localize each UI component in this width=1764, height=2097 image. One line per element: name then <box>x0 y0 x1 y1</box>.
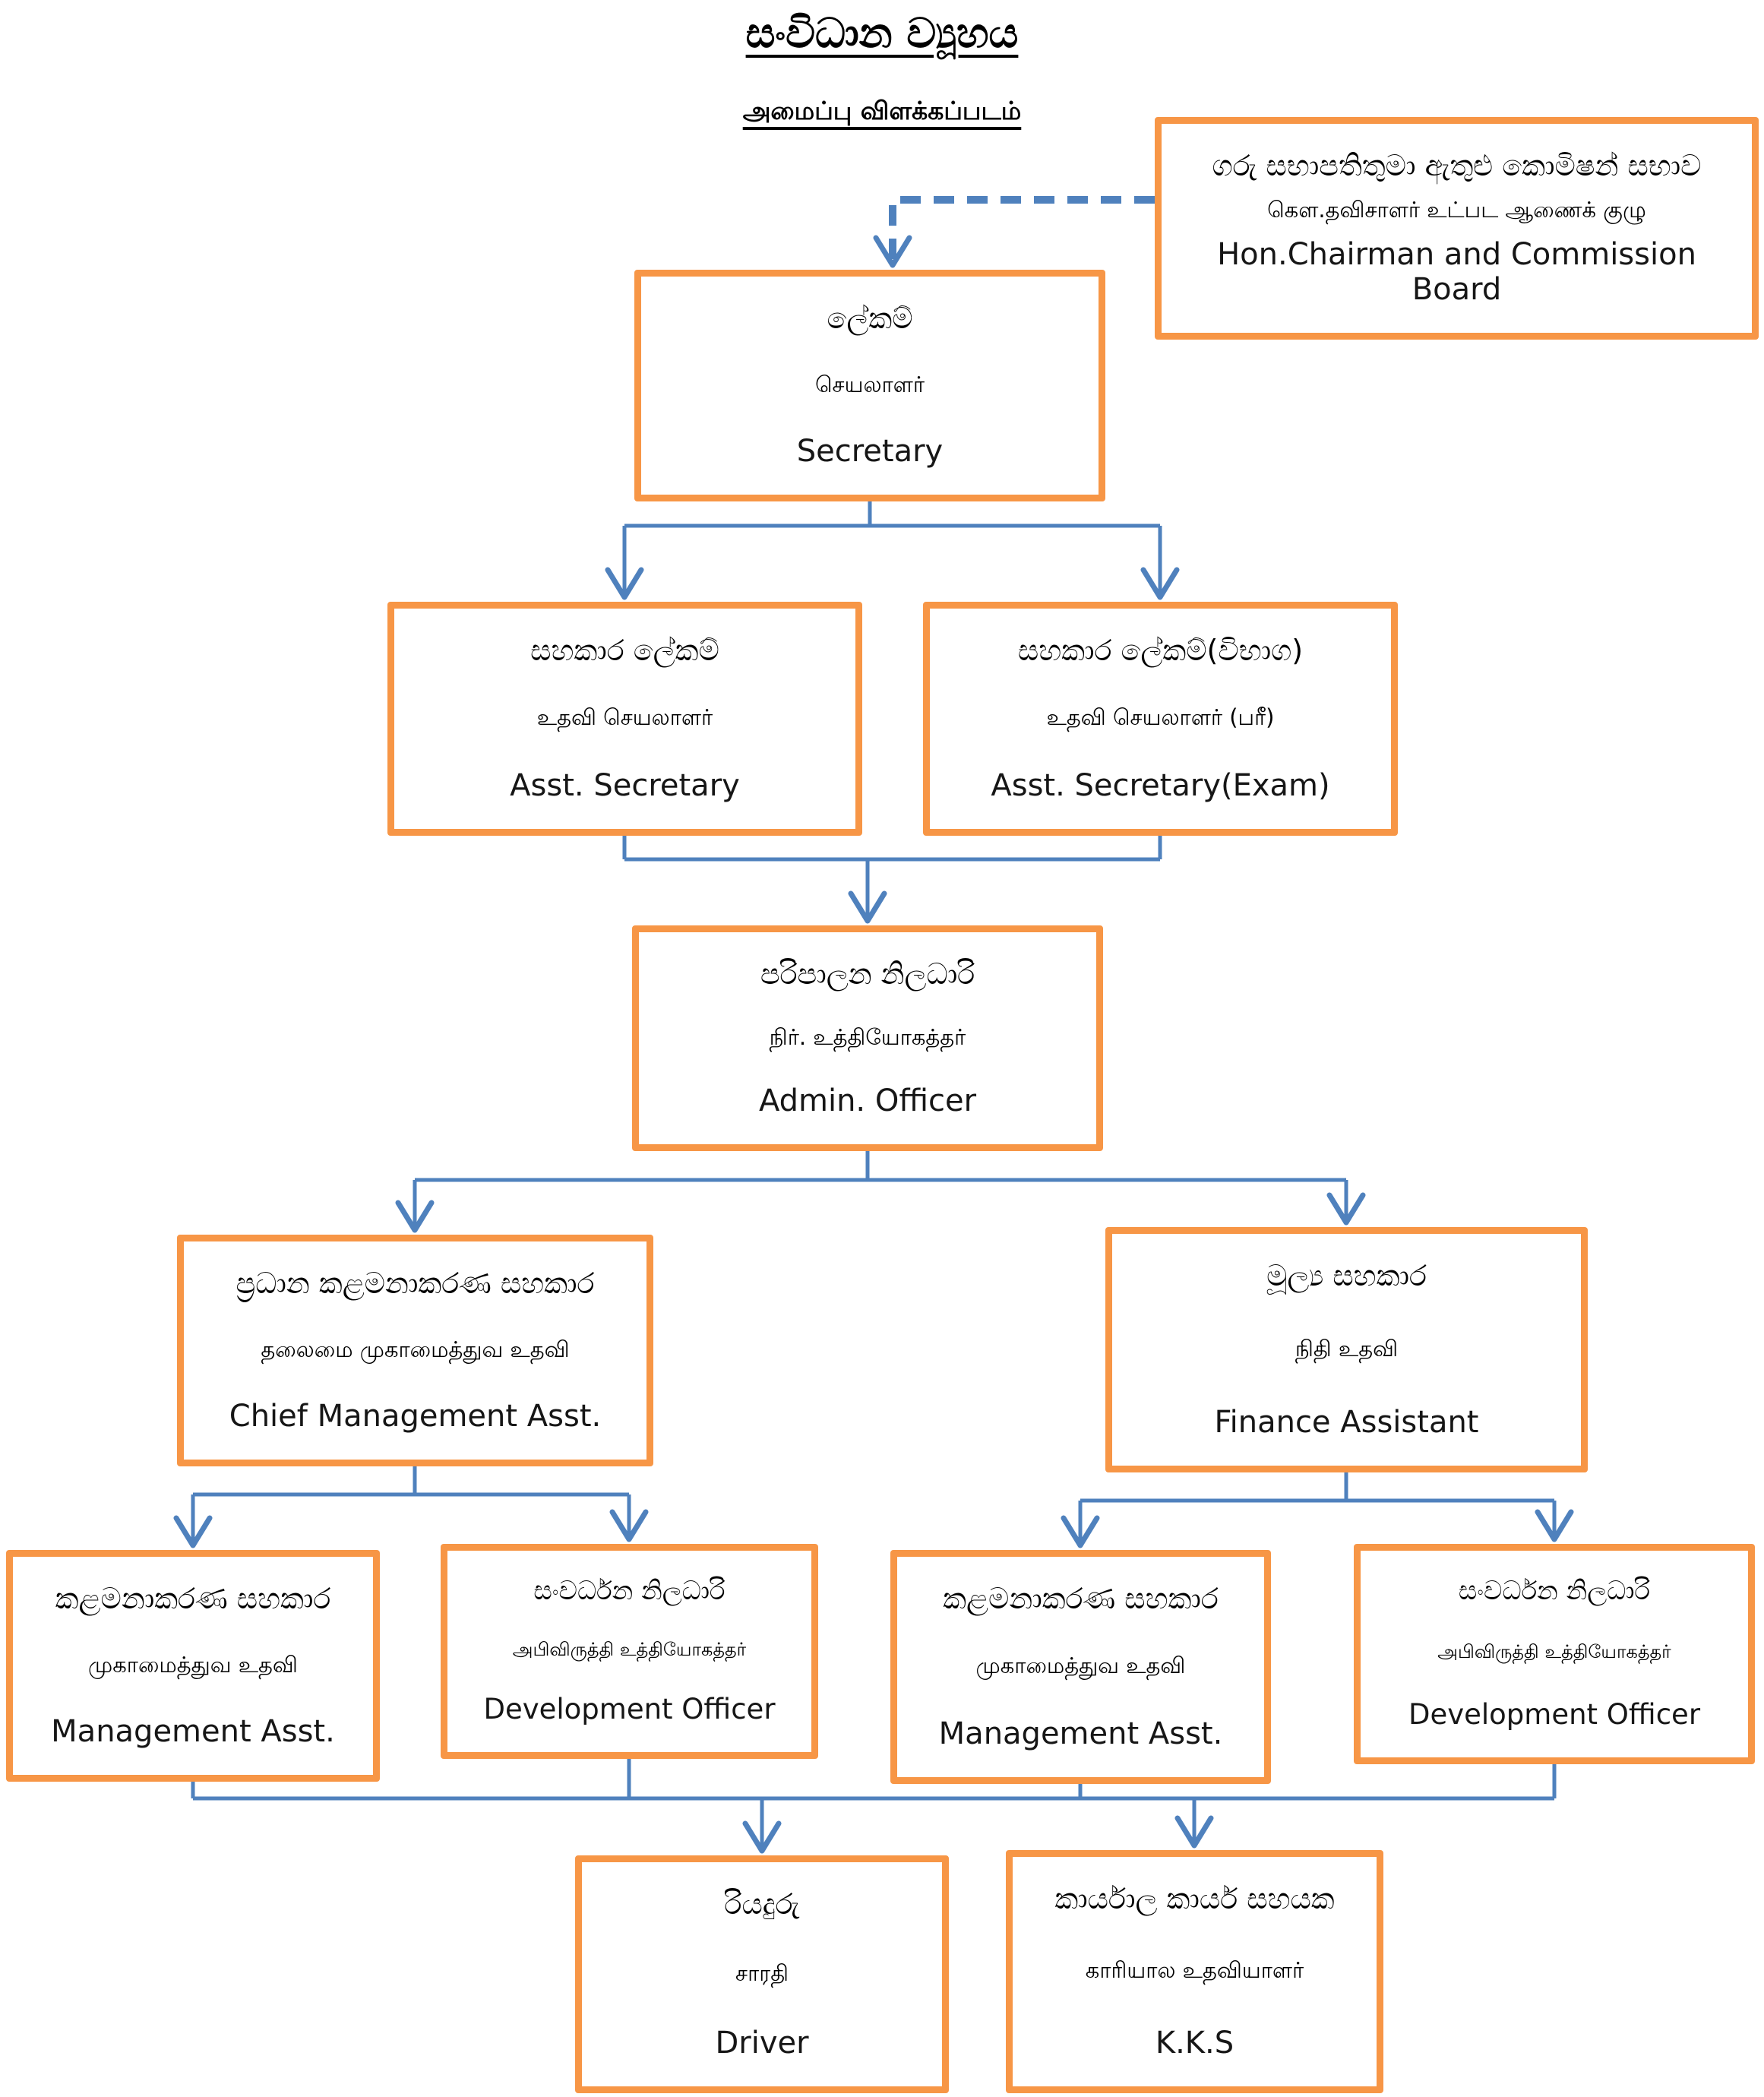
chairman-label-sinhala: ගරු සභාපතිතුමා ඇතුළු කොමිෂන් සභාව <box>1212 149 1702 182</box>
admin-officer-label-english: Admin. Officer <box>758 1083 977 1118</box>
chairman-label-tamil: கௌ.தவிசாளர் உட்பட ஆணைக் குழு <box>1267 196 1646 223</box>
org-box-kks: කාර්යාල කාර්ය සහයක காரியால உதவியாளர் K.K… <box>1006 1850 1383 2093</box>
finance-asst-label-english: Finance Assistant <box>1214 1405 1479 1440</box>
org-box-finance-assistant: මූල්‍ය සහකාර நிதி உதவி Finance Assistant <box>1105 1227 1588 1472</box>
connector-secretary-split-rails <box>624 501 1160 528</box>
mgmt-asst-2-label-english: Management Asst. <box>938 1716 1223 1751</box>
dev-officer-1-label-sinhala: සංවර්ධන නිලධාරි <box>533 1576 726 1606</box>
page-title-sinhala: සංවිධාන ව්‍යූහය <box>745 9 1019 57</box>
connector-chief-split-rails <box>193 1466 629 1497</box>
secretary-label-tamil: செயலாளர் <box>814 371 925 397</box>
org-box-admin-officer: පරිපාලන නිලධාරි நிர். உத்தியோகத்தர் Admi… <box>632 925 1103 1151</box>
org-box-management-asst-1: කළමනාකරණ සහකාර முகாமைத்துவ உதவி Manageme… <box>6 1550 380 1782</box>
dev-officer-2-label-sinhala: සංවර්ධන නිලධාරි <box>1458 1576 1651 1606</box>
org-box-driver: රියදුරු சாரதி Driver <box>575 1855 949 2093</box>
mgmt-asst-1-label-sinhala: කළමනාකරණ සහකාර <box>55 1582 331 1615</box>
page-title-tamil: அமைப்பு விளக்கப்படம் <box>742 96 1022 125</box>
admin-officer-label-sinhala: පරිපාලන නිලධාරි <box>760 957 975 991</box>
org-box-management-asst-2: කළමනාකරණ සහකාර முகாமைத்துவ உதவி Manageme… <box>890 1550 1271 1784</box>
asst-secretary-label-tamil: உதவி செயலாளர் <box>536 704 713 731</box>
driver-label-sinhala: රියදුරු <box>724 1887 800 1921</box>
finance-asst-label-sinhala: මූල්‍ය සහකාර <box>1266 1259 1427 1292</box>
kks-label-english: K.K.S <box>1155 2026 1234 2061</box>
dev-officer-1-label-tamil: அபிவிருத்தி உத்தியோகத்தர் <box>512 1638 747 1660</box>
secretary-label-sinhala: ලේකම් <box>827 302 913 335</box>
asst-secretary-exam-label-tamil: உதவி செயலாளர் (பரீ) <box>1046 704 1275 731</box>
org-box-development-officer-2: සංවර්ධන නිලධාරි அபிவிருத்தி உத்தியோகத்தர… <box>1354 1544 1755 1764</box>
connector-admin-split-rails <box>415 1151 1346 1182</box>
org-box-asst-secretary-exam: සහකාර ලේකම්(විභාග) உதவி செயலாளர் (பரீ) A… <box>923 602 1398 836</box>
driver-label-tamil: சாரதி <box>735 1959 789 1986</box>
dev-officer-1-label-english: Development Officer <box>483 1693 776 1726</box>
mgmt-asst-1-label-tamil: முகாமைத்துவ உதவி <box>88 1651 298 1678</box>
connector-finance-split-rails <box>1080 1472 1554 1503</box>
chief-mgmt-label-english: Chief Management Asst. <box>229 1399 602 1434</box>
kks-label-sinhala: කාර්යාල කාර්ය සහයක <box>1054 1882 1335 1915</box>
chief-mgmt-label-sinhala: ප්‍රධාන කළමනාකරණ සහකාර <box>236 1267 595 1300</box>
mgmt-asst-2-label-sinhala: කළමනාකරණ සහකාර <box>943 1582 1219 1615</box>
org-box-asst-secretary: සහකාර ලේකම් உதவி செயலாளர் Asst. Secretar… <box>387 602 862 836</box>
org-box-development-officer-1: සංවර්ධන නිලධාරි அபிவிருத்தி உத்தியோகத்தர… <box>441 1544 818 1759</box>
finance-asst-label-tamil: நிதி உதவி <box>1295 1335 1399 1362</box>
asst-secretary-exam-label-sinhala: සහකාර ලේකම්(විභාග) <box>1017 634 1304 667</box>
asst-secretary-exam-label-english: Asst. Secretary(Exam) <box>991 768 1330 803</box>
org-box-chairman: ගරු සභාපතිතුමා ඇතුළු කොමිෂන් සභාව கௌ.தவி… <box>1155 117 1759 340</box>
asst-secretary-label-sinhala: සහකාර ලේකම් <box>530 634 719 667</box>
driver-label-english: Driver <box>715 2026 809 2061</box>
org-box-chief-management-asst: ප්‍රධාන කළමනාකරණ සහකාර தலைமை முகாமைத்துவ… <box>177 1235 653 1466</box>
mgmt-asst-2-label-tamil: முகாமைத்துவ உதவி <box>975 1653 1186 1679</box>
admin-officer-label-tamil: நிர். உத்தியோகத்தர் <box>769 1023 966 1050</box>
org-box-secretary: ලේකම් செயலாளர் Secretary <box>634 270 1105 501</box>
dev-officer-2-label-english: Development Officer <box>1408 1698 1701 1732</box>
secretary-label-english: Secretary <box>796 434 944 469</box>
chief-mgmt-label-tamil: தலைமை முகாமைத்துவ உதவி <box>261 1336 570 1362</box>
connector-chairman-secretary-dashed <box>873 196 1155 268</box>
connector-bottom-bus-rails <box>191 1759 1557 1801</box>
dev-officer-2-label-tamil: அபிவிருத்தி உத்தியோகத்தர் <box>1437 1641 1671 1663</box>
connector-join-admin-rails <box>622 836 1162 862</box>
mgmt-asst-1-label-english: Management Asst. <box>51 1714 335 1749</box>
chairman-label-english: Hon.Chairman and Commission Board <box>1217 237 1696 307</box>
kks-label-tamil: காரியால உதவியாளர் <box>1085 1957 1304 1984</box>
asst-secretary-label-english: Asst. Secretary <box>510 768 740 803</box>
